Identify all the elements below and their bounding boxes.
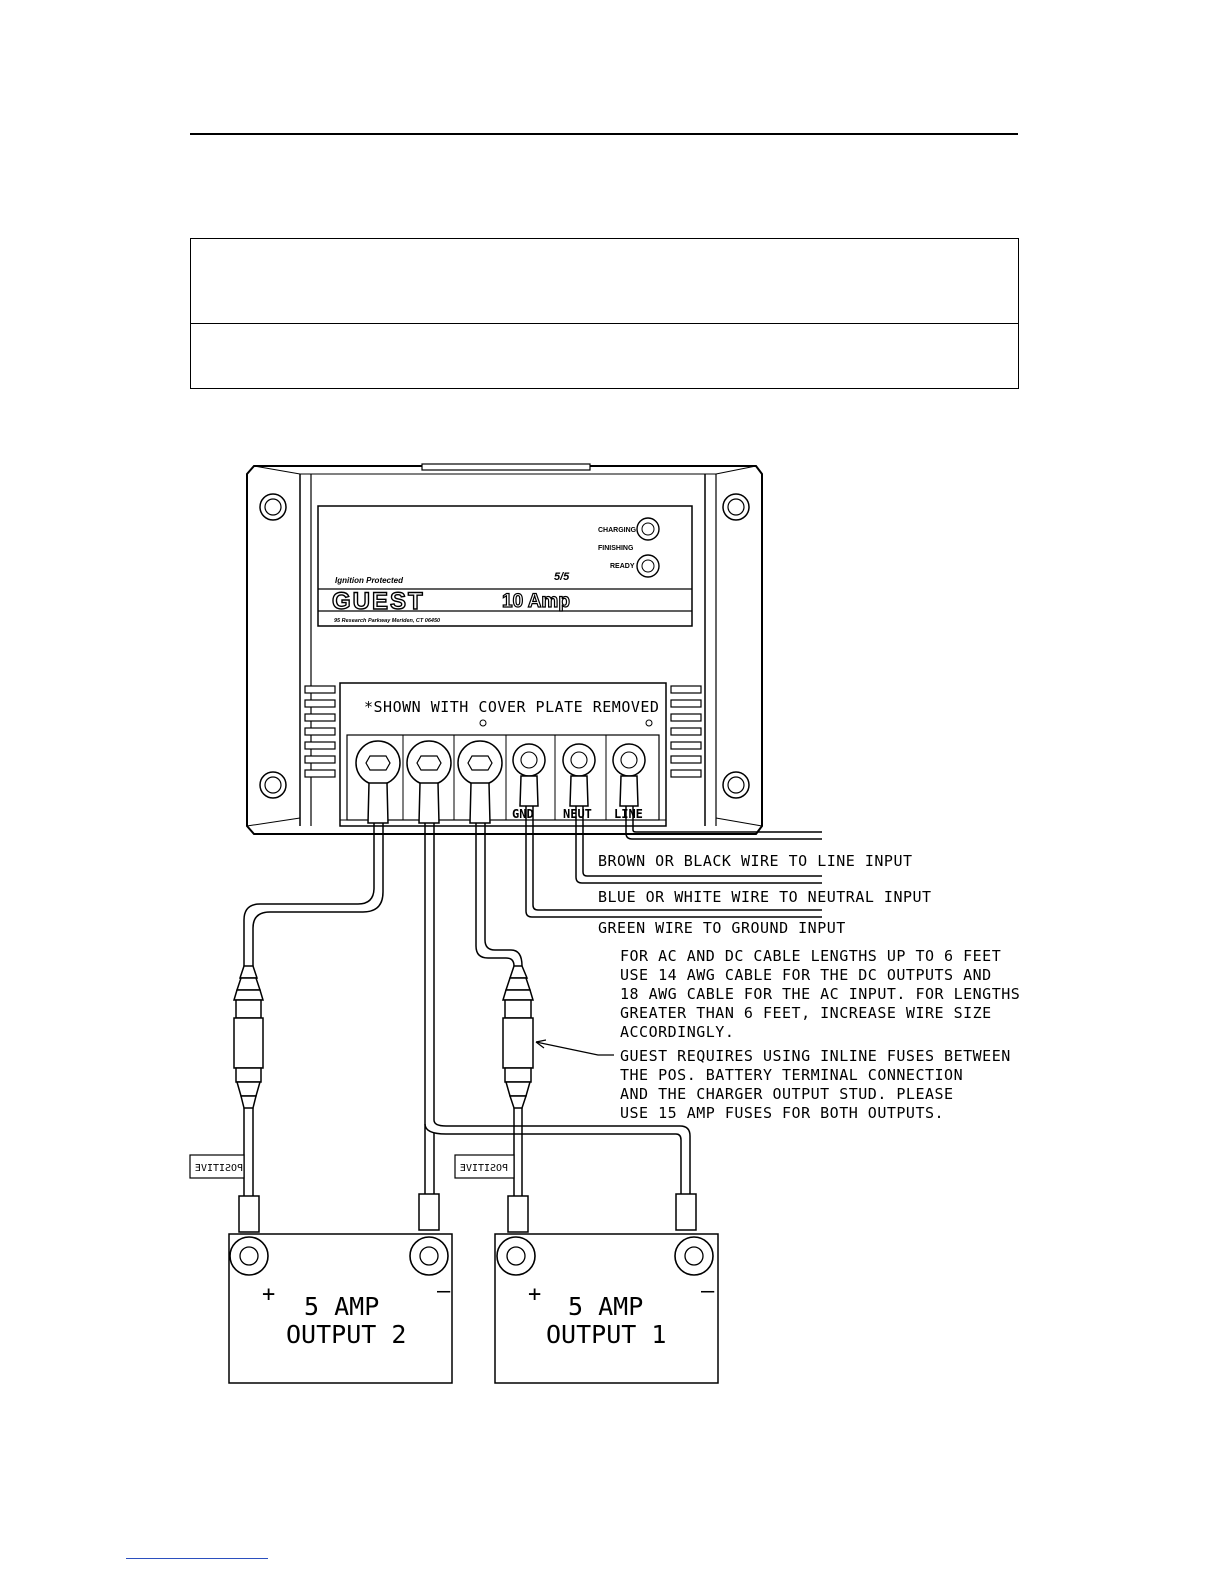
terminal-label-neut: NEUT <box>563 807 592 821</box>
cable-tag-right: POSITIVE <box>454 1154 515 1179</box>
terminal-compartment: *SHOWN WITH COVER PLATE REMOVED <box>339 682 667 827</box>
footer-link-underline <box>126 1558 268 1559</box>
svg-text:FOR AC AND DC CABLE LENGTHS UP: FOR AC AND DC CABLE LENGTHS UP TO 6 FEET <box>620 947 1001 965</box>
fuse-note: GUEST REQUIRES USING INLINE FUSES BETWEE… <box>620 1047 1011 1122</box>
svg-text:POSITIVE: POSITIVE <box>460 1163 508 1174</box>
ac-terminal-line <box>612 743 646 807</box>
svg-text:POSITIVE: POSITIVE <box>195 1163 243 1174</box>
svg-text:THE POS. BATTERY TERMINAL CONN: THE POS. BATTERY TERMINAL CONNECTION <box>620 1066 963 1084</box>
inline-fuse-left <box>232 965 265 1109</box>
wire-label-ground: GREEN WIRE TO GROUND INPUT <box>598 919 846 937</box>
ac-terminal-ground <box>512 743 546 807</box>
terminal-label-gnd: GND <box>512 807 534 821</box>
dc-terminal-right <box>457 740 503 824</box>
label-ready: READY <box>610 563 635 570</box>
terminal-label-line: LINE <box>614 807 643 821</box>
cable-note: FOR AC AND DC CABLE LENGTHS UP TO 6 FEET… <box>620 947 1020 1041</box>
ac-terminal-neutral <box>562 743 596 807</box>
cable-tag-left: POSITIVE <box>189 1154 245 1179</box>
header-table-row-2 <box>190 323 1019 389</box>
model-code: 5/5 <box>554 571 570 583</box>
battery-rating: 5 AMP <box>304 1292 379 1321</box>
label-finishing: FINISHING <box>598 545 634 552</box>
svg-text:AND THE CHARGER OUTPUT STUD.: AND THE CHARGER OUTPUT STUD. PLEASE <box>620 1085 954 1103</box>
cover-note: *SHOWN WITH COVER PLATE REMOVED <box>364 698 659 716</box>
battery-output-label: OUTPUT 2 <box>286 1320 406 1349</box>
ac-wires <box>525 806 822 918</box>
dc-terminal-negative <box>406 740 452 824</box>
amp-rating: 10 Amp <box>502 591 570 612</box>
label-charging: CHARGING <box>598 527 637 534</box>
svg-text:GUEST REQUIRES USING INLINE FU: GUEST REQUIRES USING INLINE FUSES BETWEE… <box>620 1047 1011 1065</box>
charger-housing <box>246 463 763 835</box>
ignition-protected-label: Ignition Protected <box>335 576 404 585</box>
fuse-leader <box>535 1039 614 1056</box>
wire-label-line: BROWN OR BLACK WIRE TO LINE INPUT <box>598 852 913 870</box>
battery-output-2: + – 5 AMP OUTPUT 2 <box>228 1233 453 1384</box>
header-rule <box>190 133 1018 135</box>
battery-lugs <box>238 1193 697 1233</box>
battery-output-label: OUTPUT 1 <box>546 1320 666 1349</box>
wire-label-neutral: BLUE OR WHITE WIRE TO NEUTRAL INPUT <box>598 888 932 906</box>
svg-text:USE 15 AMP FUSES FOR BOTH OUTP: USE 15 AMP FUSES FOR BOTH OUTPUTS. <box>620 1104 944 1122</box>
charging-led-icon <box>636 517 660 541</box>
brand-logo: GUEST <box>332 588 425 615</box>
dc-cables <box>243 823 691 1196</box>
inline-fuse-right <box>501 965 535 1109</box>
vent-slots <box>304 685 702 778</box>
battery-output-1: + – 5 AMP OUTPUT 1 <box>494 1233 719 1384</box>
battery-rating: 5 AMP <box>568 1292 643 1321</box>
front-label-panel: CHARGING FINISHING READY Ignition Protec… <box>317 505 693 627</box>
manufacturer-address: 95 Research Parkway Meriden, CT 06450 <box>334 618 440 624</box>
svg-text:ACCORDINGLY.: ACCORDINGLY. <box>620 1023 734 1041</box>
dc-terminal-left <box>355 740 401 824</box>
battery-plus: + <box>262 1282 275 1307</box>
ready-led-icon <box>636 554 660 578</box>
svg-text:18 AWG CABLE FOR THE AC INPUT.: 18 AWG CABLE FOR THE AC INPUT. FOR LENGT… <box>620 985 1020 1003</box>
battery-plus: + <box>528 1282 541 1307</box>
battery-minus: – <box>701 1279 715 1304</box>
svg-text:GREATER THAN 6 FEET, INCREASE: GREATER THAN 6 FEET, INCREASE WIRE SIZE <box>620 1004 992 1022</box>
battery-minus: – <box>437 1279 451 1304</box>
svg-text:USE 14 AWG CABLE FOR THE DC OU: USE 14 AWG CABLE FOR THE DC OUTPUTS AND <box>620 966 992 984</box>
